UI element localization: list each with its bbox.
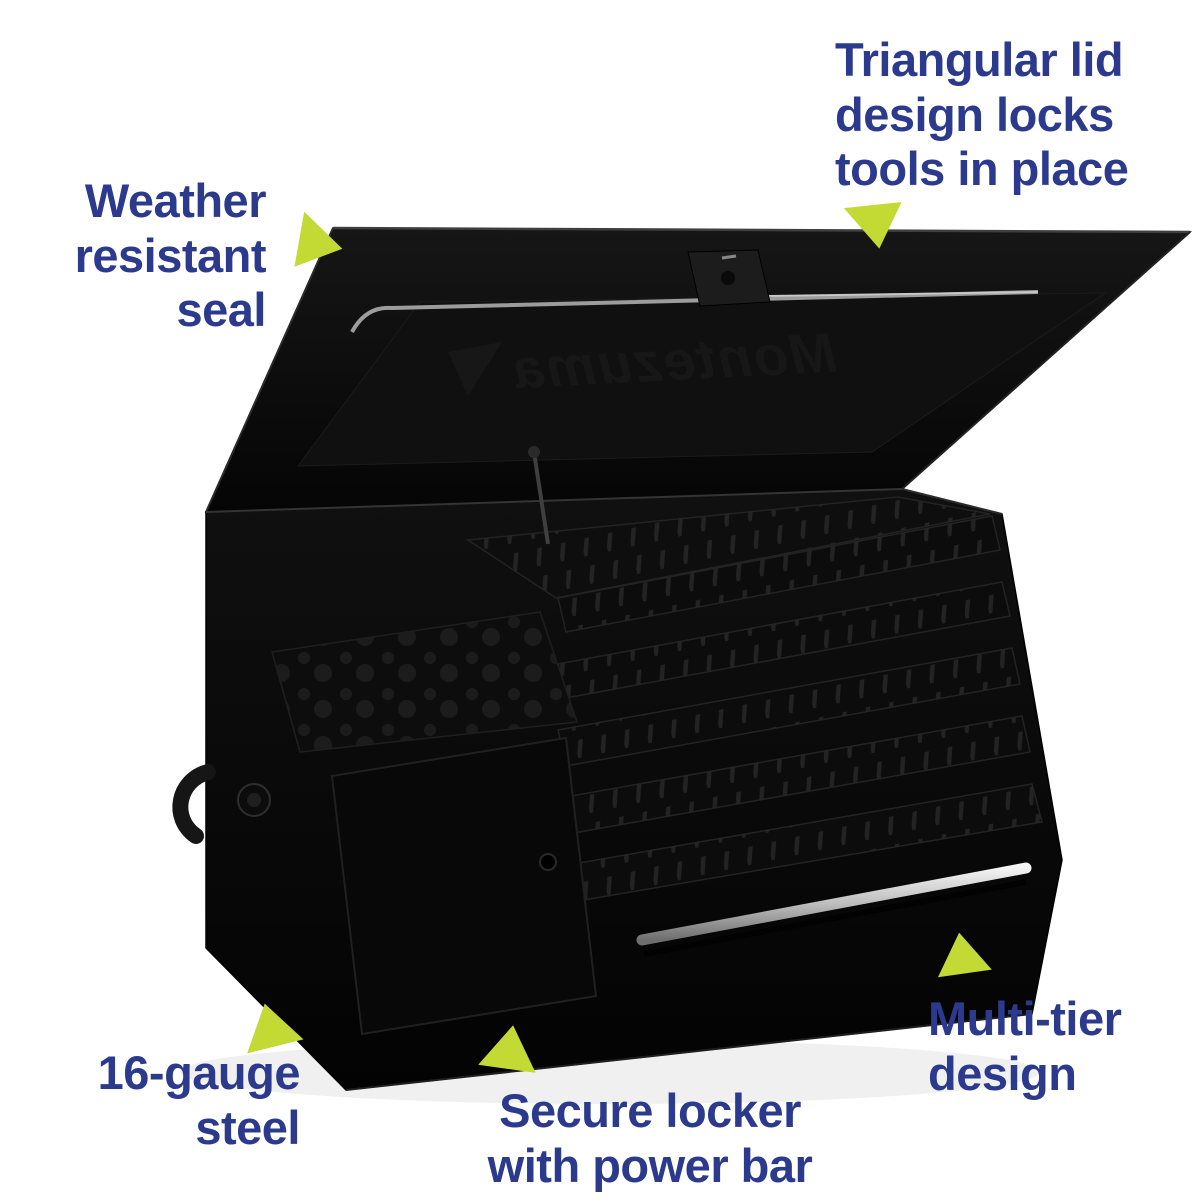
shelf-tier-slots	[562, 784, 1042, 902]
drawer-slide-bar	[636, 862, 1032, 946]
lid-support-rod	[350, 290, 1039, 333]
side-handle	[172, 764, 216, 844]
callout-line: design locks	[835, 87, 1114, 141]
callout-weather-seal: Weather resistant seal	[28, 174, 267, 338]
back-tool-deck-slots	[468, 497, 990, 598]
callout-line: with power bar	[487, 1138, 813, 1192]
locker-door	[330, 736, 598, 1036]
callout-arrow-icon	[937, 932, 992, 978]
shelf-tier-slots	[558, 516, 1000, 632]
callout-line: resistant	[74, 228, 267, 282]
callout-line: tools in place	[835, 142, 1129, 196]
callout-arrow-icon	[843, 202, 902, 249]
callout-triangular-lid: Triangular lid design locks tools in pla…	[835, 33, 1129, 197]
callout-line: seal	[176, 283, 267, 337]
center-prop-anchor	[528, 446, 540, 458]
lid-latch-pin	[721, 271, 735, 285]
shelf-tier-slots	[558, 582, 1010, 698]
callout-arrow-icon	[478, 1025, 536, 1073]
lid-top-edge-highlight	[332, 226, 1191, 234]
rail-shadow	[643, 879, 1027, 957]
callout-line: 16-gauge	[97, 1046, 301, 1099]
shelf-tier-slots	[560, 716, 1030, 834]
callout-line: Weather	[84, 174, 267, 227]
callout-16-gauge-steel: 16-gauge steel	[52, 1046, 301, 1155]
lid-left-edge	[205, 227, 334, 513]
tool-tray-holes	[272, 612, 577, 752]
callout-secure-locker: Secure locker with power bar	[438, 1084, 862, 1193]
multi-tier-shelves	[557, 515, 1043, 903]
brand-logo-mark	[448, 342, 502, 396]
callout-line: steel	[195, 1100, 300, 1154]
callout-arrow-icon	[247, 1003, 304, 1054]
shelf-tier-slots	[558, 648, 1020, 766]
body-back-edge	[205, 488, 903, 513]
callout-line: Multi-tier	[928, 992, 1122, 1045]
body-bottom-edge	[345, 1013, 1033, 1091]
body-right-corner-edge	[901, 488, 1003, 515]
callout-multi-tier: Multi-tier design	[928, 992, 1122, 1101]
lid-latch-bar	[721, 254, 737, 260]
callout-line: design	[928, 1046, 1077, 1100]
callout-line: Triangular lid	[835, 33, 1124, 86]
callout-arrow-icon	[294, 211, 343, 267]
callout-line: Secure locker	[499, 1084, 801, 1137]
center-prop-cable	[532, 451, 550, 545]
lid-right-edge	[901, 231, 1191, 490]
side-handle-knob	[247, 793, 261, 807]
locker-keyhole	[539, 853, 557, 871]
